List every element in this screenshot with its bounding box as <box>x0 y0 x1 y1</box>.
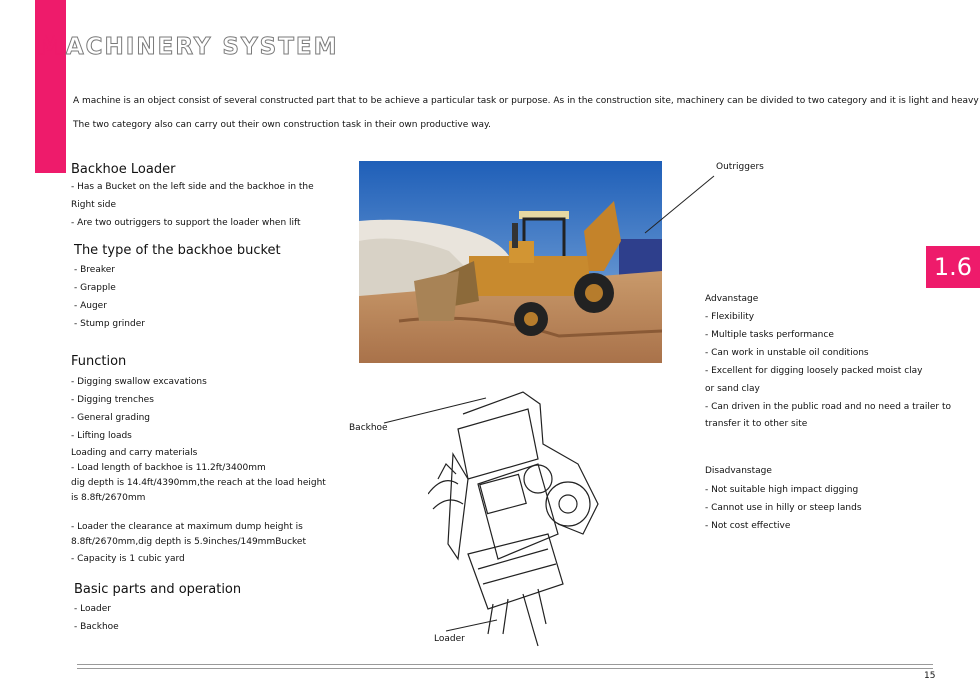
intro-line-1: A machine is an object consist of severa… <box>73 96 980 106</box>
bucket-type-item: - Stump grinder <box>74 319 145 329</box>
advantage-line: transfer it to other site <box>705 419 808 429</box>
advantage-line: - Flexibility <box>705 312 755 322</box>
function-line: is 8.8ft/2670mm <box>71 493 146 503</box>
advantage-line: - Can work in unstable oil conditions <box>705 348 869 358</box>
function-line: Loading and carry materials <box>71 448 198 458</box>
backhoe-loader-heading: Backhoe Loader <box>71 162 176 177</box>
basic-parts-item: - Backhoe <box>74 622 119 632</box>
function-line: - Digging swallow excavations <box>71 377 207 387</box>
footer-rule <box>77 668 933 669</box>
title-rest: ACHINERY SYSTEM <box>65 34 339 61</box>
footer-rule <box>77 664 933 665</box>
page-number: 15 <box>924 671 936 681</box>
function-line: - Digging trenches <box>71 395 154 405</box>
function-line: - Loader the clearance at maximum dump h… <box>71 522 303 532</box>
accent-bar <box>35 0 66 173</box>
function-line: dig depth is 14.4ft/4390mm,the reach at … <box>71 478 326 488</box>
disadvantage-line: - Not suitable high impact digging <box>705 485 859 495</box>
backhoe-label: Backhoe <box>349 423 388 433</box>
outriggers-label: Outriggers <box>716 162 764 172</box>
section-number-badge: 1.6 <box>926 246 980 288</box>
advantage-line: - Multiple tasks performance <box>705 330 834 340</box>
function-line: - General grading <box>71 413 150 423</box>
function-line: - Load length of backhoe is 11.2ft/3400m… <box>71 463 266 473</box>
bucket-type-item: - Breaker <box>74 265 115 275</box>
basic-parts-item: - Loader <box>74 604 111 614</box>
loader-label: Loader <box>434 634 465 644</box>
backhoe-loader-line: Right side <box>71 200 116 210</box>
function-line: 8.8ft/2670mm,dig depth is 5.9inches/149m… <box>71 537 307 547</box>
backhoe-photo <box>359 161 662 363</box>
bucket-type-item: - Auger <box>74 301 107 311</box>
disadvantage-line: - Not cost effective <box>705 521 791 531</box>
bucket-type-item: - Grapple <box>74 283 116 293</box>
page-title: MACHINERY SYSTEM <box>36 28 339 62</box>
basic-parts-heading: Basic parts and operation <box>74 582 242 597</box>
disadvantage-line: - Cannot use in hilly or steep lands <box>705 503 862 513</box>
backhoe-loader-line: - Has a Bucket on the left side and the … <box>71 182 314 192</box>
advantage-heading: Advanstage <box>705 294 759 304</box>
disadvantage-heading: Disadvanstage <box>705 466 772 476</box>
bucket-types-heading: The type of the backhoe bucket <box>74 243 281 258</box>
title-first-letter: M <box>36 28 66 62</box>
function-heading: Function <box>71 354 127 369</box>
backhoe-loader-line: - Are two outriggers to support the load… <box>71 218 301 228</box>
function-line: - Capacity is 1 cubic yard <box>71 554 185 564</box>
function-line: - Lifting loads <box>71 431 132 441</box>
advantage-line: or sand clay <box>705 384 760 394</box>
advantage-line: - Excellent for digging loosely packed m… <box>705 366 923 376</box>
intro-line-2: The two category also can carry out thei… <box>73 120 491 130</box>
backhoe-sketch <box>427 384 606 649</box>
advantage-line: - Can driven in the public road and no n… <box>705 402 952 412</box>
